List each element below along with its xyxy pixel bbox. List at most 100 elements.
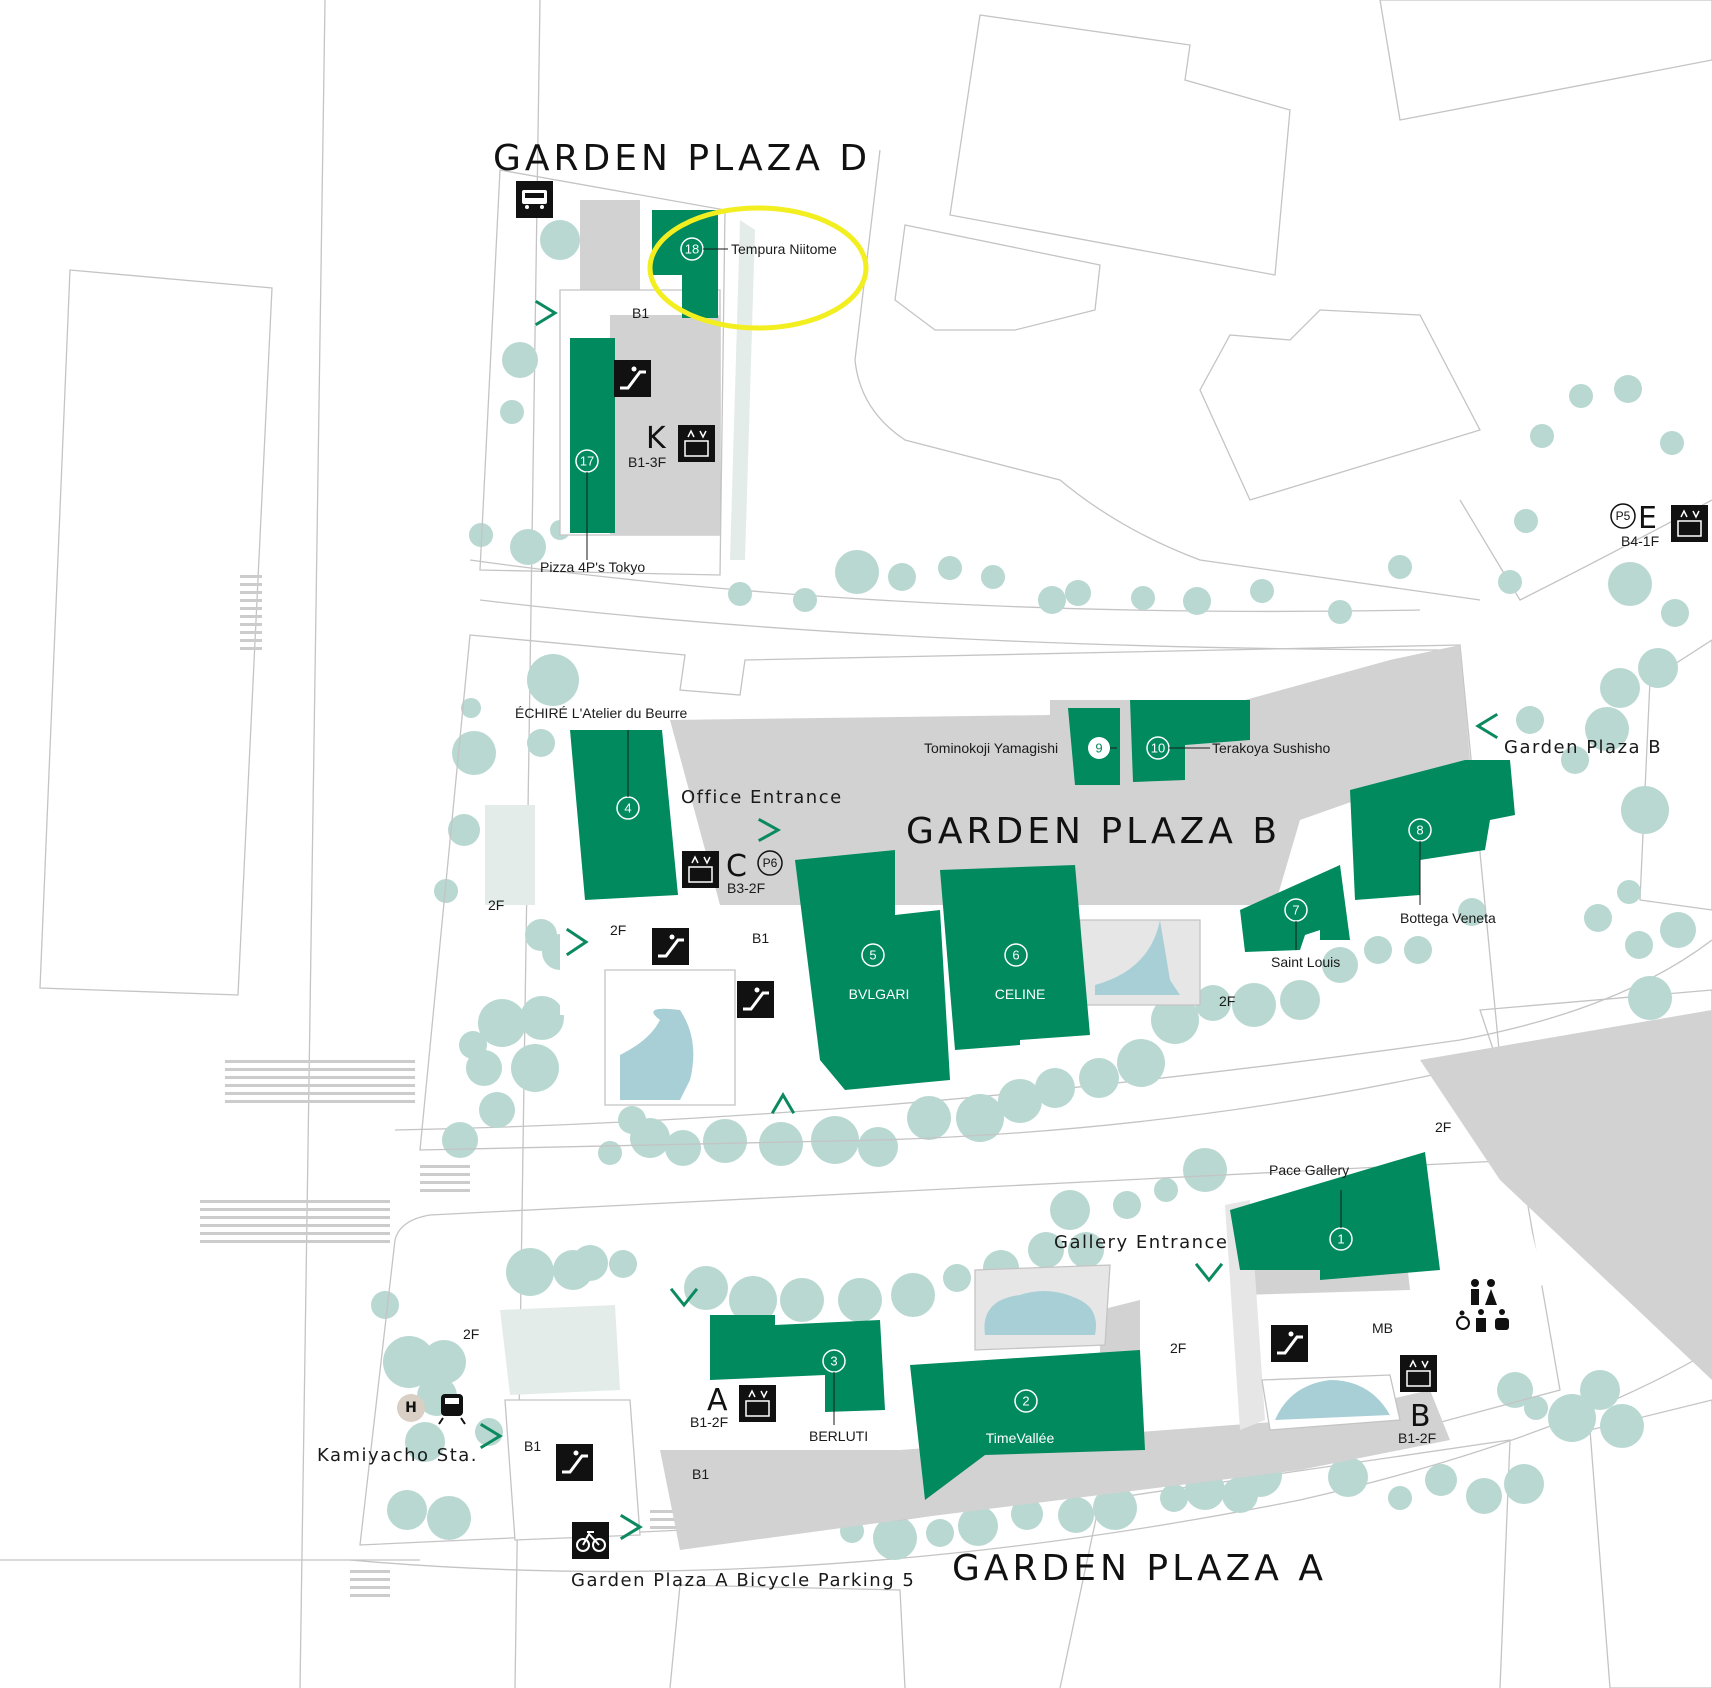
- tree-icon: [665, 1130, 701, 1166]
- store-8-block[interactable]: [1350, 760, 1515, 900]
- tree-icon: [1660, 912, 1696, 948]
- elevator-e[interactable]: P5 E B4-1F: [1610, 501, 1708, 549]
- store-name-2: TimeVallée: [986, 1430, 1055, 1446]
- parking-p6-icon: [757, 850, 783, 876]
- escalator-icon: [652, 928, 689, 965]
- store-4-block[interactable]: [570, 730, 678, 900]
- tree-icon: [452, 731, 496, 775]
- restroom-icon: [1471, 1279, 1497, 1305]
- tree-icon: [1608, 562, 1652, 606]
- office-entrance-label: Office Entrance: [681, 787, 843, 808]
- svg-text:B1: B1: [524, 1438, 541, 1454]
- tree-icon: [1580, 1370, 1620, 1410]
- tree-icon: [1058, 1497, 1094, 1533]
- tree-icon: [1404, 936, 1432, 964]
- tree-icon: [1050, 1190, 1090, 1230]
- floor-markers: B1 2F 2F B1 2F 2F 2F B1 B1 2F MB: [463, 305, 1451, 1482]
- svg-text:P5: P5: [1616, 509, 1631, 523]
- tree-icon: [1328, 1457, 1368, 1497]
- tree-icon: [1280, 980, 1320, 1020]
- tree-icon: [1065, 580, 1091, 606]
- store-2-block[interactable]: [910, 1350, 1145, 1500]
- tree-icon: [1093, 1486, 1137, 1530]
- store-name-7: Saint Louis: [1271, 954, 1340, 970]
- escalator-icon: [1271, 1325, 1308, 1362]
- svg-text:2F: 2F: [463, 1326, 479, 1342]
- tree-icon: [427, 1496, 471, 1540]
- tree-icon: [618, 1106, 646, 1134]
- tree-icon: [1151, 996, 1199, 1044]
- elevator-a[interactable]: A B1-2F: [690, 1383, 776, 1430]
- svg-text:H: H: [405, 1400, 417, 1416]
- garden-plaza-a: [359, 1010, 1712, 1550]
- store-num-17: 17: [580, 454, 594, 469]
- tree-icon: [598, 1141, 622, 1165]
- tree-icon: [891, 1273, 935, 1317]
- tree-icon: [1600, 1404, 1644, 1448]
- elevator-b[interactable]: B B1-2F: [1398, 1355, 1437, 1446]
- tree-icon: [1628, 976, 1672, 1020]
- zone-title-a: GARDEN PLAZA A: [952, 1548, 1327, 1589]
- tree-icon: [510, 529, 546, 565]
- svg-text:C: C: [726, 849, 747, 884]
- leader-lines: [586, 248, 1421, 1425]
- elevator-c[interactable]: C B3-2F P6: [682, 849, 783, 896]
- station-icon: H: [397, 1394, 425, 1422]
- tree-icon: [1113, 1191, 1141, 1219]
- store-num-6: 6: [1012, 948, 1019, 963]
- tree-icon: [1660, 431, 1684, 455]
- store-3-block[interactable]: [710, 1315, 885, 1412]
- tree-icon: [938, 556, 962, 580]
- zone-title-d: GARDEN PLAZA D: [493, 138, 871, 179]
- tree-icon: [838, 1278, 882, 1322]
- store-num-4: 4: [624, 801, 631, 816]
- store-7-block[interactable]: [1240, 865, 1350, 952]
- tree-icon: [1638, 648, 1678, 688]
- tree-icon: [703, 1119, 747, 1163]
- store-10-block[interactable]: [1130, 700, 1250, 782]
- store-17-block[interactable]: [570, 338, 615, 533]
- svg-text:2F: 2F: [1435, 1119, 1451, 1135]
- tree-icon: [1328, 600, 1352, 624]
- garden-plaza-b: [419, 634, 1515, 1151]
- store-num-5: 5: [869, 948, 876, 963]
- tree-icon: [1250, 579, 1274, 603]
- tree-icon: [540, 220, 580, 260]
- bicycle-parking-label: Garden Plaza A Bicycle Parking 5: [571, 1570, 915, 1591]
- tree-icon: [1154, 1178, 1178, 1202]
- tree-icon: [907, 1096, 951, 1140]
- tree-icon: [1364, 936, 1392, 964]
- tree-icon: [858, 1127, 898, 1167]
- store-num-2: 2: [1022, 1394, 1029, 1409]
- tree-icon: [1160, 1484, 1188, 1512]
- tree-icon: [1388, 555, 1412, 579]
- tree-icon: [461, 698, 481, 718]
- tree-icon: [1498, 570, 1522, 594]
- tree-icon: [1388, 1486, 1412, 1510]
- tree-icon: [1530, 424, 1554, 448]
- tree-icon: [1322, 947, 1358, 983]
- tree-icon: [684, 1266, 728, 1310]
- svg-text:2F: 2F: [1219, 993, 1235, 1009]
- store-5-block[interactable]: [795, 850, 950, 1090]
- tree-icon: [466, 1050, 502, 1086]
- store-6-block[interactable]: [940, 865, 1090, 1050]
- tree-icon: [926, 1519, 954, 1547]
- bicycle-icon: [572, 1522, 609, 1559]
- tree-icon: [1183, 1148, 1227, 1192]
- svg-text:B4-1F: B4-1F: [1621, 533, 1659, 549]
- tree-icon: [1117, 1039, 1165, 1087]
- store-names: Tempura Niitome Pizza 4P's Tokyo ÉCHIRÉ …: [515, 241, 1496, 1446]
- svg-text:B1-2F: B1-2F: [1398, 1430, 1436, 1446]
- store-1-block[interactable]: [1230, 1152, 1440, 1280]
- svg-text:MB: MB: [1372, 1320, 1393, 1336]
- tree-icon: [405, 1422, 445, 1462]
- tree-icon: [958, 1506, 998, 1546]
- tree-icon: [1514, 509, 1538, 533]
- tree-icon: [835, 550, 879, 594]
- store-name-6: CELINE: [995, 986, 1046, 1002]
- tree-icon: [1028, 1232, 1064, 1268]
- elevator-k[interactable]: K B1-3F: [628, 421, 715, 470]
- tree-icon: [448, 814, 480, 846]
